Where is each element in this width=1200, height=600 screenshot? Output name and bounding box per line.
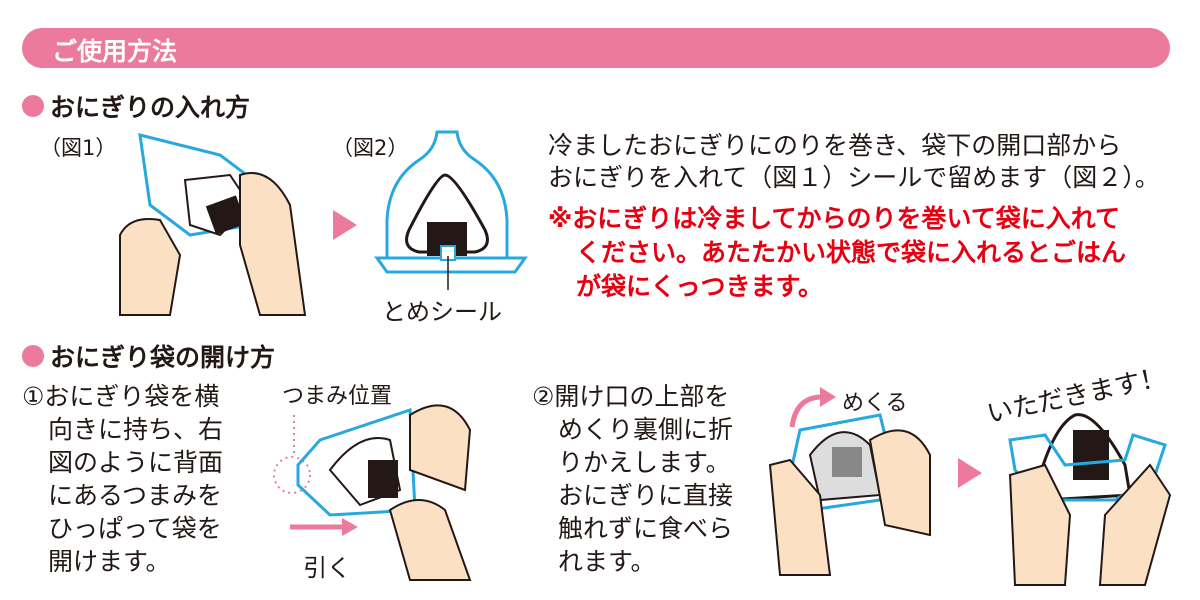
- step1-illustration: [273, 404, 472, 581]
- step-line: おにぎりに直接: [558, 481, 734, 510]
- fig2-illustration: [374, 130, 528, 290]
- step-line: ②開け口の上部を: [532, 382, 730, 411]
- section-title: おにぎり袋の開け方: [50, 343, 276, 372]
- step-line: れます。: [558, 547, 656, 576]
- arrow-right-icon: [333, 210, 357, 240]
- page-title: ご使用方法: [52, 37, 178, 66]
- description-line: おにぎりを入れて（図１）シールで留めます（図２）。: [548, 163, 1160, 192]
- step-line: 触れずに食べら: [558, 514, 734, 543]
- fig1-label: （図1）: [40, 136, 117, 160]
- step2-illustration: [768, 387, 931, 576]
- step-line: にあるつまみを: [48, 481, 223, 510]
- bullet-icon: [22, 95, 44, 117]
- description-line: 冷ましたおにぎりにのりを巻き、袋下の開口部から: [548, 131, 1122, 160]
- fig1-illustration: [119, 133, 307, 316]
- step-line: りかえします。: [558, 448, 731, 477]
- section-heading-insert: おにぎりの入れ方: [22, 88, 250, 124]
- warning-note: ※おにぎりは冷ましてからのりを巻いて袋に入れて ください。あたたかい状態で袋に入…: [548, 202, 1126, 304]
- insert-description: 冷ましたおにぎりにのりを巻き、袋下の開口部から おにぎりを入れて（図１）シールで…: [548, 130, 1160, 194]
- step-line: 図のように背面: [48, 448, 224, 477]
- pull-label: 引く: [303, 554, 351, 582]
- arrow-right-icon: [958, 458, 982, 488]
- tab-position-label: つまみ位置: [282, 384, 393, 409]
- fig2-label: （図2）: [332, 136, 409, 160]
- section-heading-open: おにぎり袋の開け方: [22, 338, 275, 374]
- step-line: めくり裏側に折: [558, 415, 734, 444]
- step3-illustration: [1008, 413, 1172, 586]
- step1-text: ①おにぎり袋を横 向きに持ち、右 図のように背面 にあるつまみを ひっぱって袋を…: [22, 380, 223, 578]
- flip-label: めくる: [842, 391, 908, 416]
- step2-text: ②開け口の上部を めくり裏側に折 りかえします。 おにぎりに直接 触れずに食べら…: [532, 380, 733, 578]
- warning-line: ください。あたたかい状態で袋に入れるとごはん: [576, 238, 1127, 267]
- section-title: おにぎりの入れ方: [50, 93, 251, 122]
- warning-line: ※おにぎりは冷ましてからのりを巻いて袋に入れて: [548, 204, 1121, 233]
- warning-line: が袋にくっつきます。: [576, 272, 824, 301]
- header-bar: ご使用方法: [22, 28, 1170, 68]
- step-line: 向きに持ち、右: [48, 415, 224, 444]
- step-line: ひっぱって袋を: [48, 514, 222, 543]
- bullet-icon: [22, 345, 44, 367]
- step-line: 開けます。: [48, 547, 171, 576]
- seal-label: とめシール: [382, 298, 502, 326]
- step-line: ①おにぎり袋を横: [22, 382, 220, 411]
